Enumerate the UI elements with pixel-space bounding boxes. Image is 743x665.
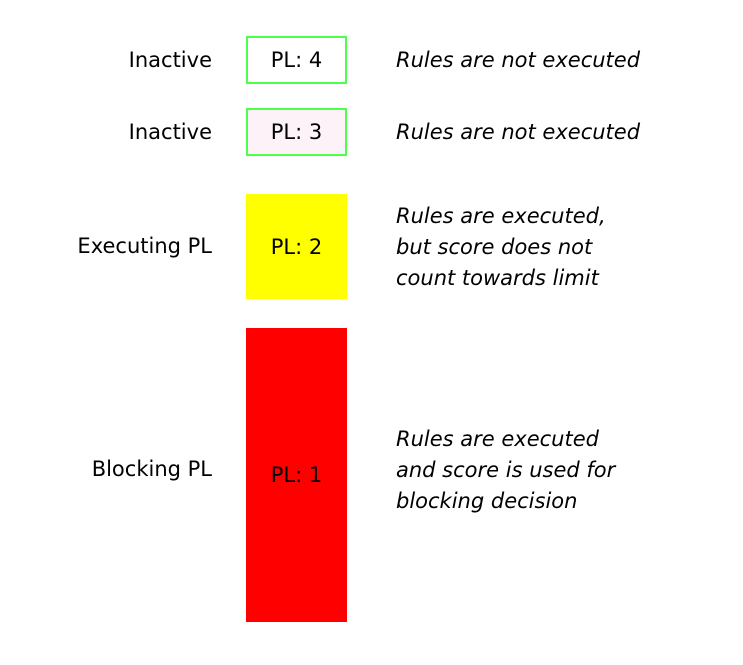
description-line: Rules are not executed: [396, 48, 641, 72]
description-pl4: Rules are not executed: [396, 45, 736, 76]
description-line: Rules are not executed: [396, 120, 641, 144]
pl-box-label-pl1: PL: 1: [270, 463, 323, 487]
pl-box-label-pl2: PL: 2: [270, 234, 323, 259]
description-line: Rules are executed: [396, 427, 599, 451]
description-pl2: Rules are executed, but score does not c…: [396, 201, 736, 294]
pl-box-pl4: PL: 4: [246, 36, 347, 84]
pl-box-label-pl3: PL: 3: [270, 120, 323, 144]
status-label-pl3: Inactive: [128, 120, 212, 144]
pl-box-label-pl4: PL: 4: [270, 48, 323, 72]
description-line: count towards limit: [396, 266, 599, 290]
description-line: Rules are executed,: [396, 204, 606, 228]
status-label-pl1: Blocking PL: [91, 457, 212, 481]
pl-box-pl1: PL: 1: [246, 328, 347, 622]
description-line: but score does not: [396, 235, 593, 259]
pl-box-pl3: PL: 3: [246, 108, 347, 156]
description-line: blocking decision: [396, 489, 578, 513]
description-pl1: Rules are executed and score is used for…: [396, 424, 736, 517]
status-label-pl2: Executing PL: [77, 234, 212, 258]
pl-box-pl2: PL: 2: [246, 194, 347, 299]
status-label-pl4: Inactive: [128, 48, 212, 72]
description-line: and score is used for: [396, 458, 616, 482]
description-pl3: Rules are not executed: [396, 117, 736, 148]
